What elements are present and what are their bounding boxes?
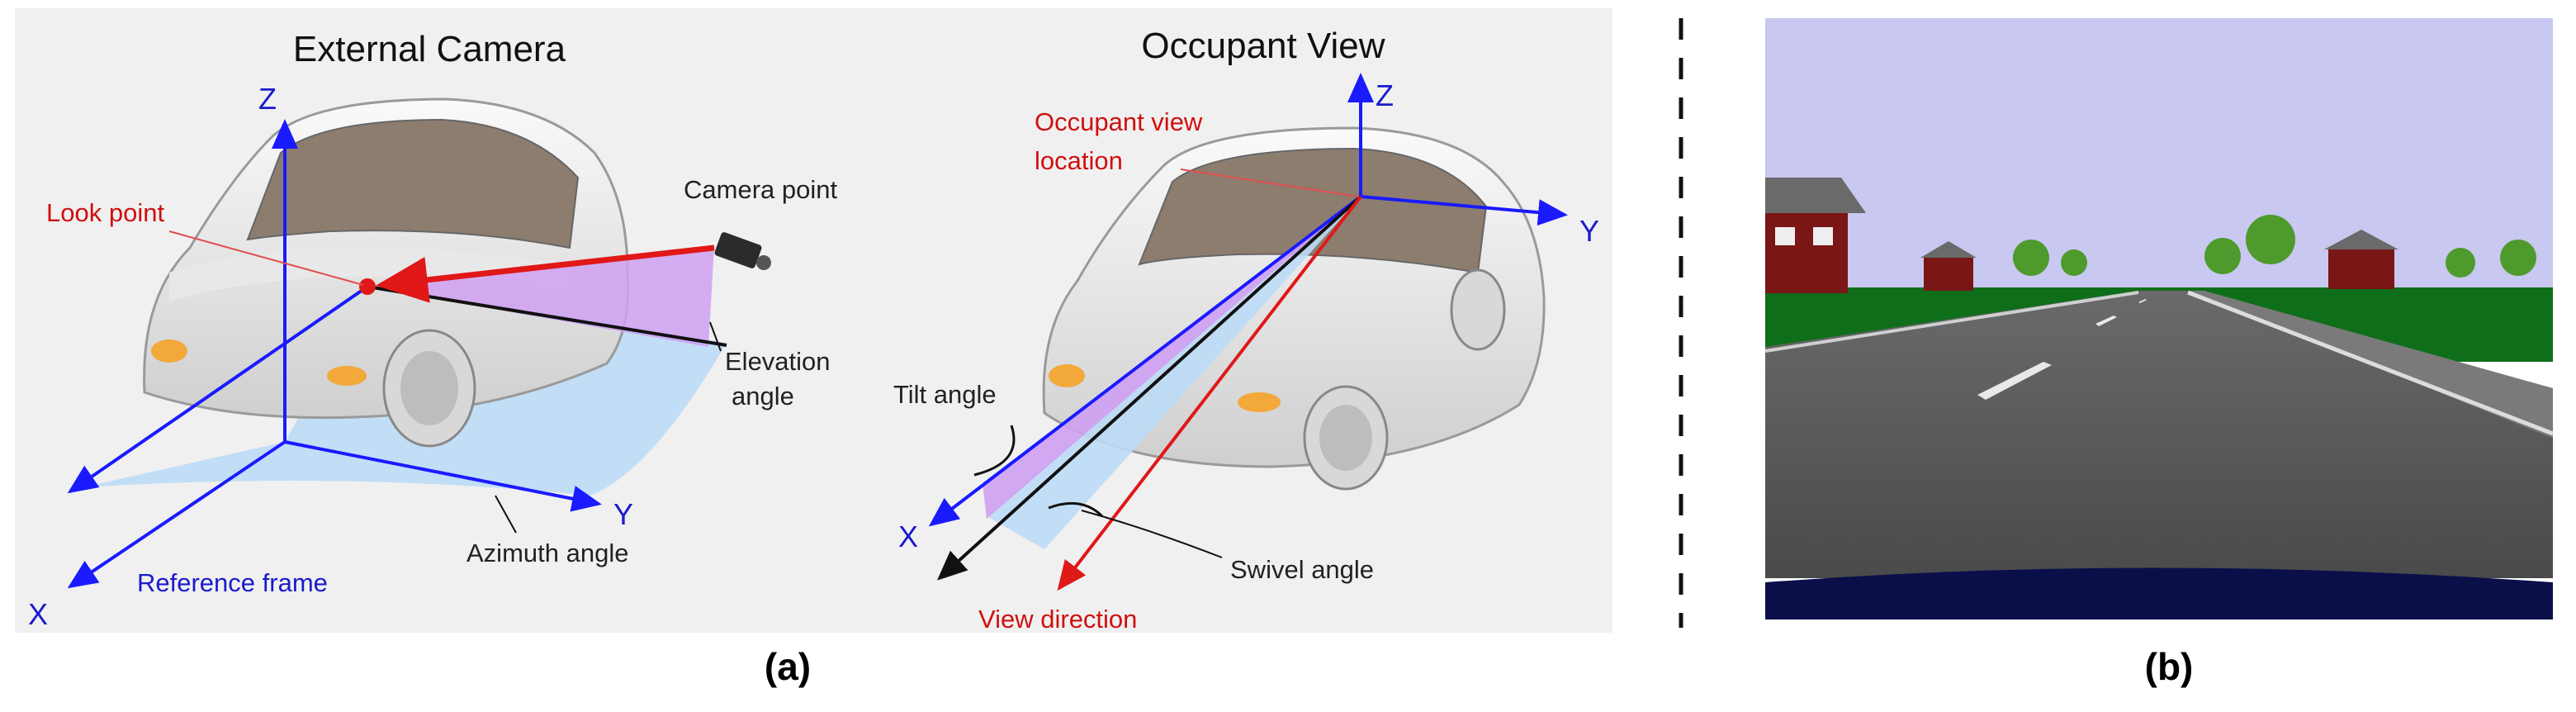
tree (2500, 240, 2536, 276)
x-label-right: X (898, 520, 918, 553)
tilt-plane (983, 197, 1361, 519)
x-direction-line-left (67, 285, 369, 494)
occupant-view-diagram: Occupant View (893, 26, 1599, 634)
x-label-left: X (28, 597, 48, 631)
house-left (1765, 178, 1866, 293)
elevation-angle-label-line2: angle (732, 382, 794, 411)
elevation-angle-label-line1: Elevation (725, 347, 831, 376)
panel-b-driving-scene: (b) (1764, 18, 2554, 688)
y-axis-left (284, 440, 602, 512)
x-axis-left (67, 440, 286, 589)
view-direction-arrow (1057, 195, 1362, 591)
tree (2061, 249, 2087, 276)
tree (2446, 248, 2475, 278)
occupant-view-location-label-line2: location (1035, 146, 1123, 175)
road-surface (1765, 291, 2553, 578)
swivel-angle-label: Swivel angle (1230, 555, 1374, 584)
occupant-location-leader (1180, 169, 1359, 197)
panel-a-caption: (a) (765, 645, 811, 688)
swivel-leader (1081, 510, 1223, 558)
look-point-leader (168, 230, 364, 286)
sky (1765, 18, 2553, 291)
house-left-far (1920, 241, 1977, 291)
house-right (2324, 230, 2398, 289)
x-projection-line (937, 195, 1362, 581)
z-label-left: Z (258, 82, 277, 116)
view-direction-label: View direction (978, 605, 1137, 634)
y-axis-right (1360, 195, 1568, 226)
lane-dash-far (2138, 299, 2147, 303)
occupant-view-location-label-line1: Occupant view (1035, 107, 1203, 136)
tree (2013, 240, 2049, 276)
occupant-view-title: Occupant View (1141, 26, 1385, 66)
azimuth-leader (495, 495, 517, 534)
look-point-marker (359, 278, 376, 295)
tilt-angle-arc (973, 425, 1016, 477)
y-label-left: Y (613, 497, 633, 531)
panel-b-caption: (b) (2145, 645, 2194, 688)
panel-a: External Camera (15, 8, 1612, 688)
road-edge-right (2187, 290, 2554, 436)
camera-icon (714, 232, 771, 270)
elevation-leader (709, 321, 722, 352)
car-hood (1765, 567, 2553, 619)
tilt-angle-label: Tilt angle (893, 380, 997, 409)
lane-dash-mid (2095, 316, 2117, 326)
x-axis-right (928, 195, 1362, 527)
tree (2246, 215, 2295, 264)
lane-dash-near (1977, 362, 2052, 400)
swivel-plane (987, 197, 1361, 549)
camera-point-label: Camera point (684, 175, 837, 204)
z-label-right: Z (1376, 78, 1394, 112)
external-camera-title: External Camera (293, 29, 566, 69)
tree (2204, 238, 2241, 274)
reference-frame-label: Reference frame (137, 568, 328, 597)
look-point-label: Look point (46, 198, 164, 227)
external-camera-diagram: External Camera (28, 29, 837, 631)
swivel-angle-arc (1048, 501, 1104, 518)
azimuth-angle-label: Azimuth angle (466, 539, 628, 567)
road-edge-left (1764, 291, 2139, 353)
elevation-plane (367, 246, 714, 347)
y-label-right: Y (1579, 214, 1599, 248)
look-direction-arrow (376, 244, 715, 303)
car-left (143, 97, 630, 448)
